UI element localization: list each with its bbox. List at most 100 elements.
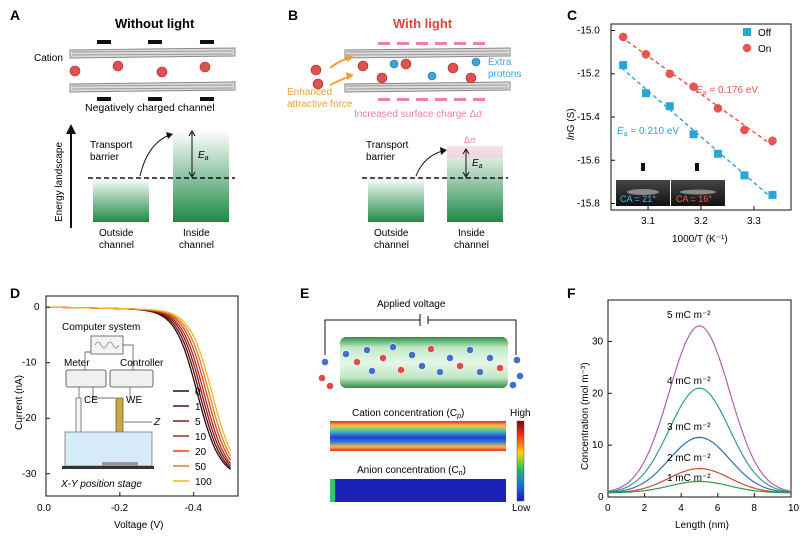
plot-area-d <box>45 306 232 470</box>
outside-channel-label-2: channel <box>99 240 134 251</box>
xlabel-d: Voltage (V) <box>114 520 163 531</box>
anion-sphere <box>353 358 361 366</box>
iv-curve <box>45 306 232 452</box>
cation-sphere <box>486 354 494 362</box>
force-label-2: attractive force <box>287 99 353 110</box>
waveform <box>94 341 120 349</box>
panel-e-letter: E <box>300 285 309 301</box>
x-tick-label-d: -0.4 <box>185 503 203 514</box>
panel-b-title: With light <box>393 16 453 31</box>
point-on <box>618 32 628 42</box>
xlabel-f: Length (nm) <box>675 520 729 531</box>
needle-left <box>641 163 645 171</box>
protons-label-2: protons <box>488 69 521 80</box>
cation-spheres <box>69 60 211 78</box>
anion-sphere <box>496 364 504 372</box>
plot-frame-f <box>607 299 792 498</box>
y-tick-label-c: -15.8 <box>577 199 600 210</box>
panel-d: D 0.0-0.2-0.40-10-20-30 Current (nA) Vol… <box>10 285 239 531</box>
concentration-curve <box>607 467 792 494</box>
ca-left-label: CA = 21° <box>620 194 656 204</box>
y-tick-label-f: 20 <box>592 388 604 399</box>
protons-b <box>389 57 481 81</box>
anion-heatmap <box>330 479 506 502</box>
ca-right-label: CA = 16° <box>676 194 712 204</box>
charge-dashes-top <box>97 40 214 44</box>
charge-dashes-bottom <box>97 97 214 101</box>
cation-sphere <box>509 381 517 389</box>
ea-arrow-b <box>462 148 470 178</box>
y-tick-label-c: -15.4 <box>577 112 600 123</box>
cation-sphere <box>363 346 371 354</box>
setup-schematic: Computer system Meter Controller CE WE Z… <box>60 322 164 490</box>
legend-label-d: 1 <box>195 402 201 413</box>
ea-label-b: Ea <box>472 158 483 170</box>
cation-sphere <box>368 367 376 375</box>
graphene-sheet-top-b <box>344 47 511 59</box>
point-on <box>665 69 675 79</box>
negative-channel-label: Negatively charged channel <box>85 102 215 114</box>
protons-label-1: Extra <box>488 57 512 68</box>
applied-voltage-label: Applied voltage <box>377 299 446 310</box>
panel-c-letter: C <box>567 7 577 23</box>
y-tick-label-f: 10 <box>592 440 604 451</box>
x-tick-label-c: 3.3 <box>747 216 761 227</box>
ylabel-c: lnG (S) <box>566 108 577 140</box>
axes-d: 0.0-0.2-0.40-10-20-30 <box>22 302 202 514</box>
legend-label-d: 0 <box>195 387 201 398</box>
point-on <box>641 49 651 59</box>
legend-on-marker <box>742 43 752 53</box>
cation-label: Cation <box>34 53 63 64</box>
x-tick-label-f: 0 <box>605 503 611 514</box>
legend-on-label: On <box>758 44 771 55</box>
x-tick-label-f: 2 <box>642 503 648 514</box>
x-tick-label-d: -0.2 <box>111 503 129 514</box>
y-tick-label-d: -10 <box>22 358 37 369</box>
cation-sphere <box>476 368 484 376</box>
cation-sphere <box>436 368 444 376</box>
point-on <box>713 104 723 113</box>
ea-on-annotation: Ea = 0.176 eV <box>696 85 758 97</box>
contact-angle-insets: CA = 21° CA = 16° <box>616 163 725 206</box>
concentration-curve <box>607 387 792 493</box>
ion-spheres <box>318 343 524 390</box>
inside-channel-label: Inside <box>183 228 210 239</box>
graphene-sheet-top <box>69 47 236 59</box>
anion-sphere <box>326 382 334 390</box>
cation-sphere <box>342 350 350 358</box>
panel-b-letter: B <box>288 7 298 23</box>
outside-channel-label-b-2: channel <box>374 240 409 251</box>
channel-tube <box>340 337 508 388</box>
transport-barrier-label-b: Transport <box>366 140 409 151</box>
panel-f: F 5 mC m⁻²4 mC m⁻²3 mC m⁻²2 mC m⁻²1 mC m… <box>567 285 800 531</box>
curve-label-f: 4 mC m⁻² <box>667 376 711 387</box>
curve-label-f: 1 mC m⁻² <box>667 473 711 484</box>
pink-charge-dashes-top <box>378 42 485 45</box>
panel-a-title: Without light <box>115 16 195 31</box>
anion-conc-label: Anion concentration (Cn) <box>357 465 466 477</box>
ea-label-a: Ea <box>198 150 209 162</box>
concentration-curve <box>608 480 791 494</box>
curve-label-f: 5 mC m⁻² <box>667 310 711 321</box>
concentration-curve <box>607 436 792 493</box>
panel-b: B With light Enhanced at <box>287 7 521 251</box>
inside-channel-label-b-2: channel <box>454 240 489 251</box>
cation-sphere <box>408 351 416 359</box>
outside-channel-label: Outside <box>99 228 134 239</box>
panel-a: A Without light Cation Negatively charge… <box>10 7 236 251</box>
panel-e: E Applied voltage Cation concentration (… <box>300 285 531 514</box>
colorbar <box>516 420 525 502</box>
concentration-curve <box>607 325 792 492</box>
force-arrowhead-2 <box>346 72 354 80</box>
legend-c: Off On <box>742 28 771 55</box>
force-arrowhead-1 <box>346 54 354 62</box>
cation-sphere <box>321 358 329 366</box>
cation-sphere <box>446 354 454 362</box>
xlabel-c: 1000/T (K⁻¹) <box>672 234 728 245</box>
point-on <box>740 125 749 135</box>
cation-sphere <box>466 346 474 354</box>
delta-sigma-label: Δσ <box>464 135 476 145</box>
barrier-arrowhead-b <box>440 147 447 155</box>
